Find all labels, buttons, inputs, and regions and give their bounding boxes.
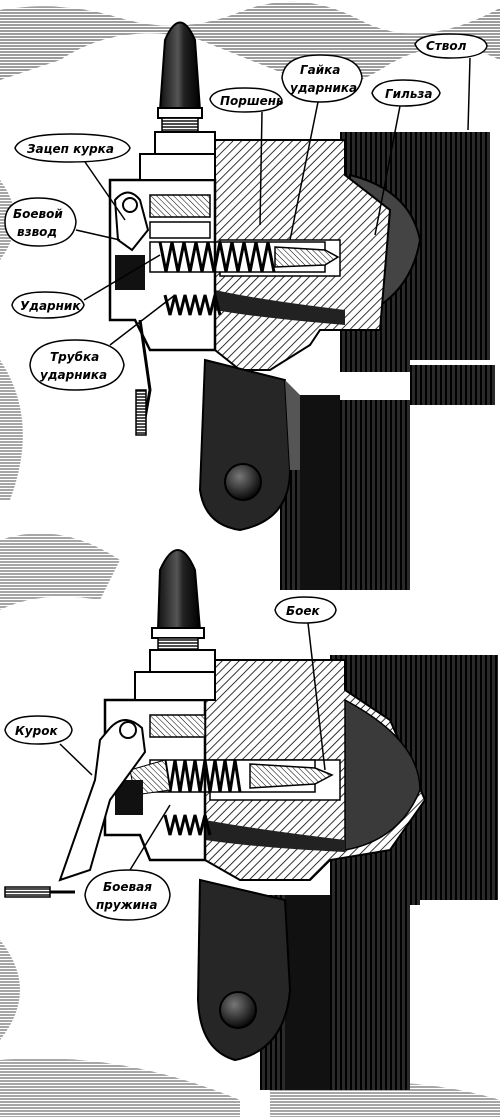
label-zatsep: Зацеп курка [27,142,114,156]
callout-gilza: Гильза [371,79,441,236]
label-pruzhina-line1: Боевая [103,880,152,894]
callout-zatsep: Зацеп курка [14,133,131,221]
callout-porshen: Поршень [209,87,284,226]
label-udarnik: Ударник [20,299,81,313]
label-pruzhina-line2: пружина [96,898,157,912]
label-vzvod-line2: взвод [17,225,57,239]
top-background-hatching [0,1,500,88]
label-boek: Боек [286,604,321,618]
callout-gayka: Гайка ударника [281,54,363,241]
top-pivot-bolt [224,463,262,501]
top-mechanism [0,1,500,590]
top-lever-arm [198,358,292,532]
callout-kurok: Курок [4,715,93,776]
label-gilza: Гильза [385,87,433,101]
callout-stvol: Ствол [414,33,488,131]
label-gayka-line1: Гайка [300,63,340,77]
callout-vzvod: Боевой взвод [4,197,121,247]
bottom-hammer [58,719,147,882]
bottom-mainspring [129,759,334,796]
label-kurok: Курок [15,724,58,738]
bottom-lever-arm [196,878,292,1062]
label-vzvod-line1: Боевой [13,207,63,221]
label-gayka-line2: ударника [290,81,357,95]
bottom-background-hatching [0,533,120,610]
label-porshen: Поршень [220,94,284,108]
callout-pruzhina: Боевая пружина [84,804,171,921]
bottom-mechanism [0,533,500,1117]
bottom-pivot-bolt [219,991,257,1029]
callout-boek: Боек [274,596,337,771]
callout-trubka: Трубка ударника [29,294,176,391]
top-striker-spring [149,241,340,273]
label-trubka-line1: Трубка [50,350,99,364]
top-handle-knob [139,21,216,181]
label-trubka-line2: ударника [40,368,107,382]
bottom-handle-knob [134,549,216,701]
callout-udarnik: Ударник [11,254,161,319]
label-stvol: Ствол [426,39,467,53]
